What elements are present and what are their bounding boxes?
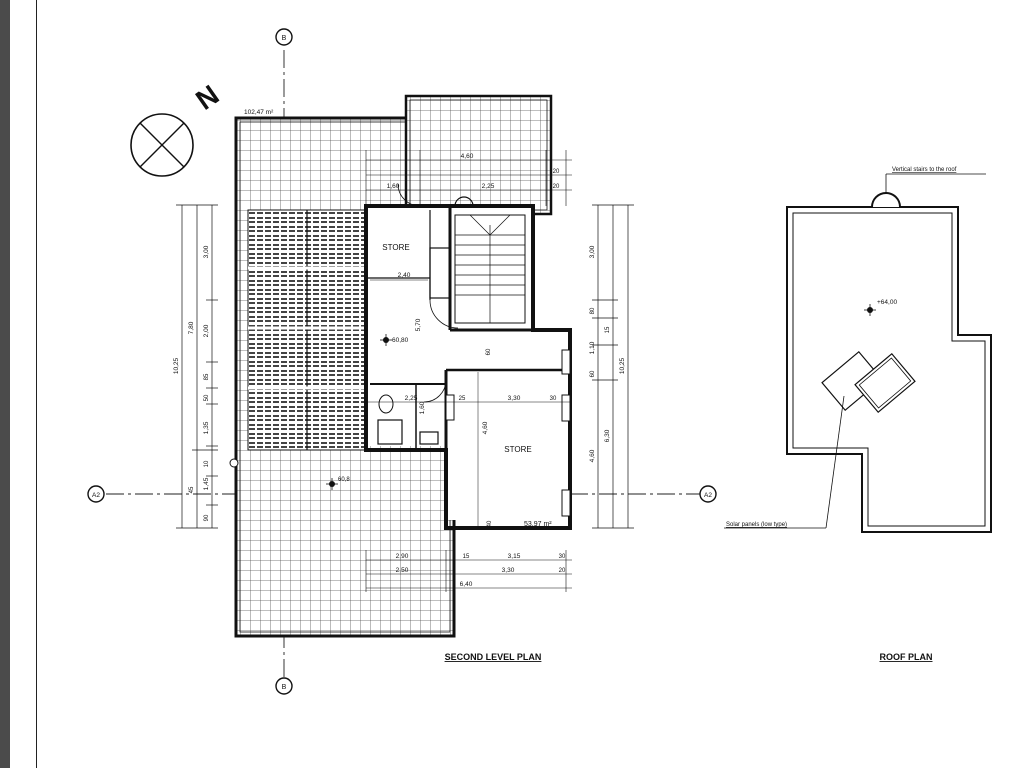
dim-row-225: 2,25 [405,395,418,402]
svg-text:+64,00: +64,00 [877,299,897,306]
dim-row-330: 3,30 [508,395,521,402]
left-dimension-lines [176,204,218,529]
right-dimension-lines [592,204,634,529]
room-label-store-upper: STORE [382,243,409,252]
dim-top-r1: 20 [553,169,560,175]
dim-right-s5: 60 [590,370,596,377]
roof-plan-title: ROOF PLAN [880,652,933,662]
dim-vertical-40: 40 [487,520,493,527]
dim-left-part1: 7,80 [188,321,195,334]
solar-panels-icon [821,350,916,414]
svg-text:A2: A2 [704,492,712,499]
page-border-line [36,0,37,768]
dim-left-s7: 1,45 [203,477,210,490]
svg-text:B: B [282,35,287,42]
dim-left-s5: 1,35 [203,421,210,434]
dim-left-s2: 2,00 [203,324,210,337]
dim-right-s3: 1,10 [589,341,596,354]
dim-left-total: 10,25 [173,357,180,374]
dim-right-total: 10,25 [619,357,626,374]
dim-right-s4: 15 [605,326,611,333]
bottom-dimension-lines [365,550,572,592]
dim-bottom-a3: 3,15 [508,553,521,560]
level-marker-roof: +64,00 [864,299,897,316]
terrace-area-label: 102,47 m² [244,109,274,116]
dim-top-2: 1,60 [387,183,400,190]
svg-text:B: B [282,684,287,691]
grid-bubble-left: A2 [87,485,105,503]
svg-text:A2: A2 [92,492,100,499]
dim-top-r2: 20 [553,184,560,190]
interior-block [364,183,572,530]
dim-vertical-160: 1,60 [419,401,426,414]
level-marker-hall: 60,80 [380,334,409,346]
upper-terrace-slab [404,94,553,216]
grid-bubble-top: B [275,28,293,46]
dim-left-s9: 90 [204,514,210,521]
dim-bottom-b3: 20 [559,568,566,574]
level-marker-terrace: 60,8 [326,477,350,490]
dim-bottom-c1: 6,40 [460,581,473,588]
roof-solar-label: Solar panels (low type) [726,522,787,528]
dim-right-s6: 6,30 [604,429,611,442]
dim-left-s1: 3,00 [203,245,210,258]
dim-right-s2: 80 [590,307,596,314]
dim-vertical-60: 60 [486,348,492,355]
dim-bottom-b2: 3,30 [502,567,515,574]
svg-text:60,80: 60,80 [392,337,409,344]
grid-bubble-right: A2 [699,485,717,503]
dim-row-30: 30 [550,396,557,402]
drain-icon [229,458,239,468]
interior-area-label: 53,97 m² [524,521,552,528]
roof-stairs-label: Vertical stairs to the roof [892,167,957,173]
north-label: N [190,79,224,116]
dim-row-25: 25 [459,396,466,402]
dim-store-width: 2,40 [398,272,411,279]
dim-left-s8: 45 [189,486,195,493]
dim-right-s1: 3,00 [589,245,596,258]
dim-bottom-b1: 2,50 [396,567,409,574]
north-arrow-icon: N [130,79,225,177]
dim-hall-vertical: 5,70 [415,318,422,331]
dim-bottom-a4: 30 [559,554,566,560]
dim-bottom-a1: 2,90 [396,553,409,560]
dim-bottom-a2: 15 [463,554,470,560]
room-label-store-lower: STORE [504,445,531,454]
second-level-plan-title: SECOND LEVEL PLAN [445,652,542,662]
viewer-side-strip [0,0,10,768]
dim-top-1: 4,60 [461,153,474,160]
svg-text:60,8: 60,8 [338,477,350,483]
top-dimension-lines [365,150,572,206]
dim-vertical-460: 4,60 [482,421,489,434]
dim-left-s3: 85 [204,373,210,380]
dim-left-s6: 10 [204,460,210,467]
dim-left-s4: 50 [204,394,210,401]
dim-right-s7: 4,60 [589,449,596,462]
roof-stairs-icon [871,173,986,208]
roof-outline [786,206,992,533]
grid-bubble-bottom: B [275,677,293,695]
dim-top-3: 2,25 [482,183,495,190]
